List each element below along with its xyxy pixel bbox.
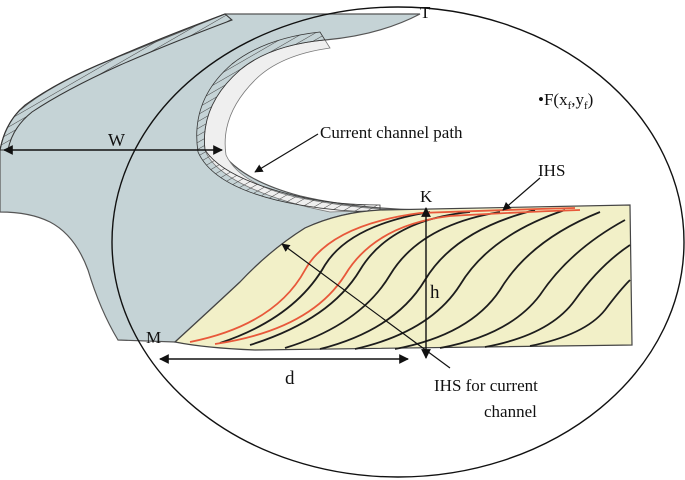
- ihs-current-label-line1: IHS for current: [434, 376, 538, 395]
- current-channel-path-pointer: [254, 133, 319, 173]
- focus-point-label: •F(xf,yf): [538, 90, 593, 112]
- k-point-label: K: [420, 187, 433, 206]
- current-channel-path-label: Current channel path: [320, 123, 463, 142]
- ihs-current-pointer: [281, 243, 451, 369]
- ihs-lines: [219, 209, 631, 350]
- m-point-label: M: [146, 328, 161, 347]
- distance-label: d: [285, 368, 295, 389]
- outer-bank-hatch: [0, 13, 233, 151]
- ihs-pointer: [502, 177, 541, 211]
- ihs-current-lines: [189, 207, 581, 345]
- model-ellipse: [111, 6, 685, 478]
- width-label: W: [108, 130, 125, 150]
- top-point-label: T: [420, 3, 431, 22]
- ihs-current-label-line2: channel: [484, 402, 537, 421]
- height-label: h: [430, 282, 440, 303]
- ihs-label: IHS: [538, 161, 565, 180]
- point-bar: [173, 204, 633, 351]
